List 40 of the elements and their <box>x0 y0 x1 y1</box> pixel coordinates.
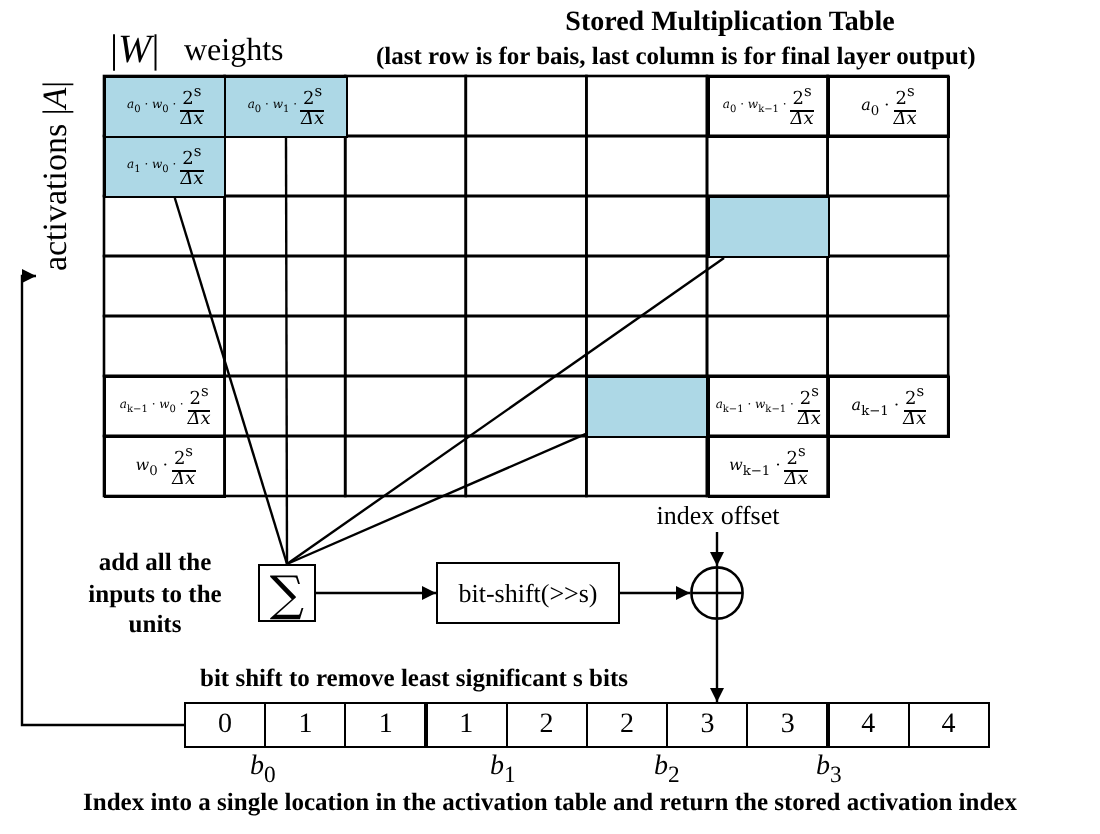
summation-box: ∑ <box>258 564 316 622</box>
connector-line <box>284 138 289 564</box>
array-cell: 4 <box>907 702 990 748</box>
adder-circle <box>690 566 744 620</box>
table-cell: w$_{k−1}$ · 2$^{s}$ Δx <box>707 436 830 498</box>
arrow <box>20 269 184 727</box>
arrow <box>620 586 690 600</box>
boundary-label: b$_{1}$ <box>490 752 516 788</box>
boundary-label: b$_{0}$ <box>250 752 276 788</box>
array-cell: 2 <box>586 702 668 748</box>
arrow <box>316 586 436 600</box>
boundary-label: b$_{3}$ <box>816 752 842 788</box>
array-cell: 2 <box>505 702 588 748</box>
array-cell: 0 <box>184 702 266 748</box>
boundary-label: b$_{2}$ <box>654 752 680 788</box>
highlighted-cell <box>586 376 709 438</box>
diagram-title: Stored Multiplication Table <box>563 8 897 40</box>
arrow <box>710 532 724 566</box>
subtitle: (last row is for bais, last column is for final layer output) <box>376 42 976 72</box>
table-cell: a$_{0}$ · 2$^{s}$ Δx <box>827 76 951 138</box>
annotation-text: add all the inputs to the units <box>86 548 224 642</box>
array-cell: 1 <box>425 702 508 748</box>
array-cell: 3 <box>746 702 829 748</box>
highlighted-cell <box>707 196 830 258</box>
table-cell: a$_{k−1}$ · 2$^{s}$ Δx <box>827 376 951 438</box>
connector-line <box>173 197 289 565</box>
process-box: bit-shift(>>s) <box>436 562 620 624</box>
axis-title: weights <box>184 34 284 70</box>
caption: Index into a single location in the activation table and return the stored activation index <box>81 788 1019 818</box>
arrow <box>710 620 724 702</box>
table-cell: w$_{0}$ · 2$^{s}$ Δx <box>104 436 227 498</box>
annotation-text: bit shift to remove least significant s bits <box>200 664 628 694</box>
connector-line <box>286 432 587 566</box>
annotation-text: index offset <box>652 500 784 532</box>
array-cell: 3 <box>666 702 749 748</box>
array-cell: 1 <box>264 702 347 748</box>
array-cell: 4 <box>827 702 910 748</box>
array-cell: 1 <box>344 702 427 748</box>
axis-title: |W| <box>110 28 160 74</box>
axis-title: activations |A| <box>36 72 76 280</box>
